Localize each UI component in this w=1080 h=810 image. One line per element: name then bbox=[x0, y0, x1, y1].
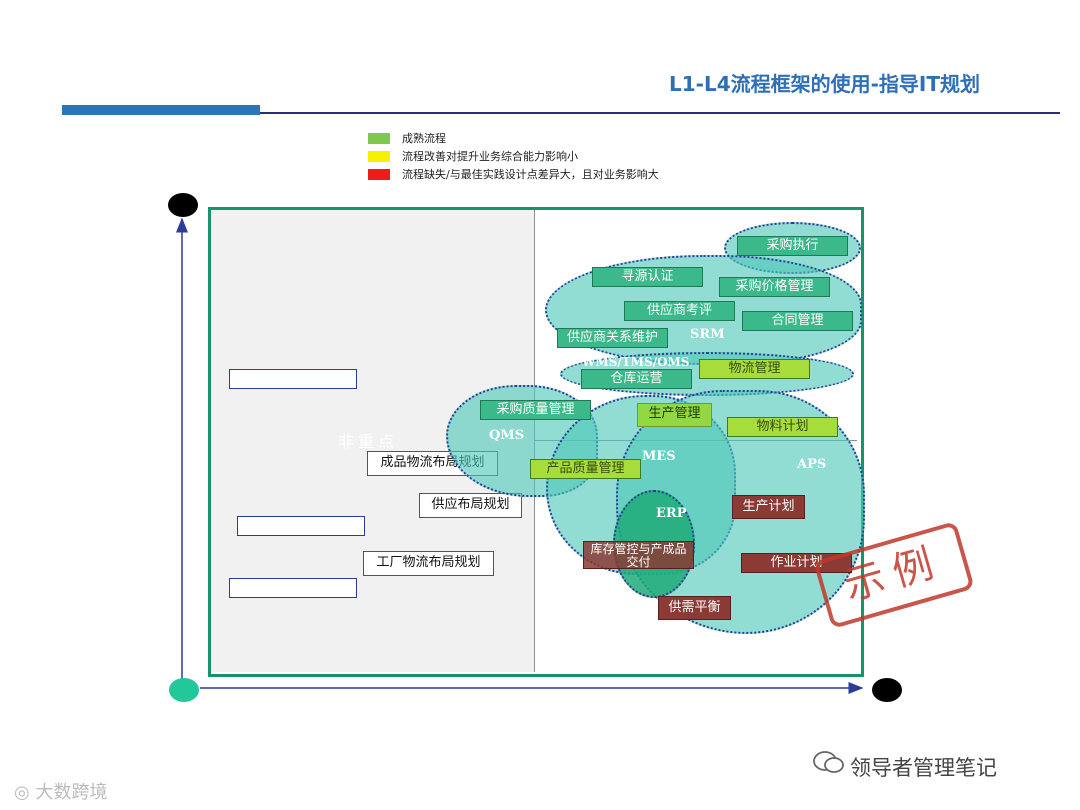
process-box: 采购质量管理 bbox=[480, 400, 591, 420]
process-box: 供应商考评 bbox=[624, 301, 735, 321]
process-box: 生产计划 bbox=[732, 495, 805, 519]
legend-item-critical: 流程缺失/与最佳实践设计点差异大，且对业务影响大 bbox=[368, 167, 659, 181]
legend-swatch-yellow bbox=[368, 150, 390, 162]
title-underline bbox=[260, 112, 1060, 114]
process-box: 供需平衡 bbox=[658, 596, 731, 620]
axes bbox=[176, 217, 864, 694]
process-box: 生产管理 bbox=[637, 403, 712, 427]
y-axis-end-dot bbox=[168, 193, 198, 217]
wms-label: WMS/TMS/OMS bbox=[582, 355, 690, 369]
aps-label: APS bbox=[797, 457, 827, 472]
watermark-left: ◎ 大数跨境 bbox=[14, 778, 107, 804]
watermark-right: 领导者管理笔记 bbox=[850, 756, 997, 780]
legend-label: 流程缺失/与最佳实践设计点差异大，且对业务影响大 bbox=[402, 168, 659, 181]
watermark-logo-icon: ◎ bbox=[14, 782, 30, 803]
watermark-left-text: 大数跨境 bbox=[35, 782, 108, 803]
legend-label: 流程改善对提升业务综合能力影响小 bbox=[402, 150, 578, 163]
mes-label: MES bbox=[642, 449, 676, 464]
empty-box bbox=[229, 369, 357, 389]
legend-item-mature: 成熟流程 bbox=[368, 131, 446, 145]
process-box: 仓库运营 bbox=[581, 369, 692, 389]
process-box: 供应布局规划 bbox=[419, 493, 522, 518]
process-box: 作业计划 bbox=[741, 553, 852, 573]
matrix-frame bbox=[208, 207, 864, 677]
watermark-wechat-icon bbox=[812, 750, 846, 781]
x-axis-end-dot bbox=[872, 678, 902, 702]
legend-swatch-green bbox=[368, 132, 390, 144]
process-box: 供应商关系维护 bbox=[557, 328, 668, 348]
legend-item-minor: 流程改善对提升业务综合能力影响小 bbox=[368, 149, 578, 163]
process-box: 寻源认证 bbox=[592, 267, 703, 287]
process-box: 合同管理 bbox=[742, 311, 853, 331]
origin-dot bbox=[169, 678, 199, 702]
process-box: 采购价格管理 bbox=[719, 277, 830, 297]
process-box: 物流管理 bbox=[699, 359, 810, 379]
srm-label: SRM bbox=[690, 327, 725, 342]
process-box: 物料计划 bbox=[727, 417, 838, 437]
process-box: 库存管控与产成品交付 bbox=[583, 541, 694, 569]
legend-swatch-red bbox=[368, 168, 390, 180]
non-priority-label: 非重点 bbox=[338, 432, 399, 451]
process-box: 采购执行 bbox=[737, 236, 848, 256]
erp-label: ERP bbox=[656, 506, 687, 521]
empty-box bbox=[229, 578, 357, 598]
title-accent-bar bbox=[62, 105, 260, 115]
legend-label: 成熟流程 bbox=[402, 132, 446, 145]
process-box: 工厂物流布局规划 bbox=[363, 551, 494, 576]
empty-box bbox=[237, 516, 365, 536]
page-title: L1-L4流程框架的使用-指导IT规划 bbox=[668, 72, 980, 96]
process-box: 产品质量管理 bbox=[530, 459, 641, 479]
qms-label: QMS bbox=[489, 428, 525, 443]
